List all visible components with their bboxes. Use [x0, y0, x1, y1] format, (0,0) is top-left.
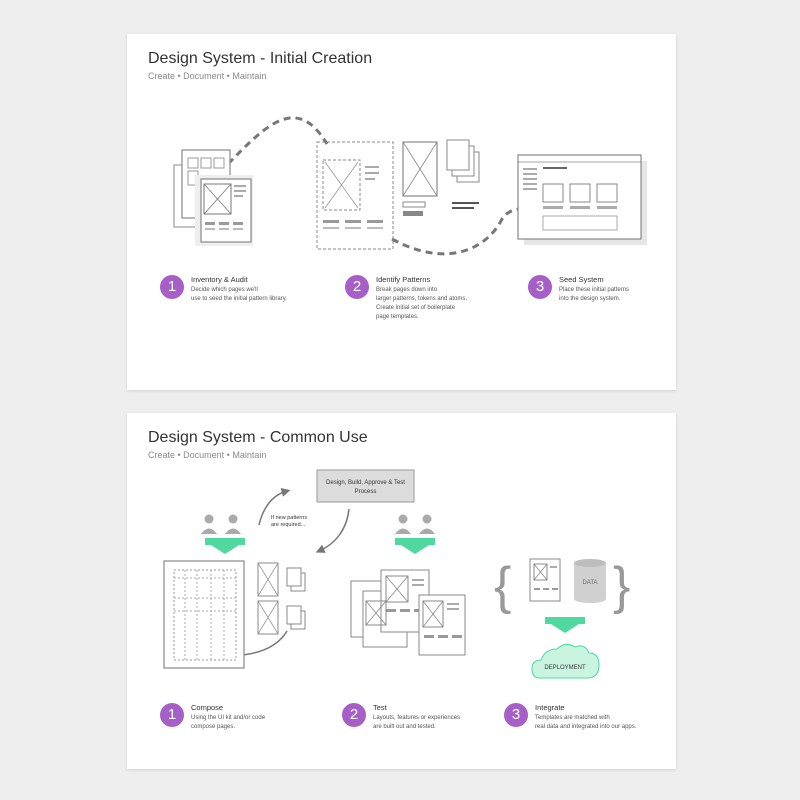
- step-description: Decide which pages we'll use to seed the…: [191, 287, 287, 302]
- step-description: Layouts, features or experiences are bui…: [373, 715, 461, 730]
- initial-creation-diagram: [173, 116, 647, 256]
- step-title: Identify Patterns: [376, 275, 431, 284]
- design-system-window-illustration: [517, 154, 647, 245]
- data-cylinder-icon: DATA: [574, 559, 606, 603]
- step-description: Break pages down into larger patterns, t…: [376, 287, 468, 320]
- deployment-label: DEPLOYMENT: [544, 665, 586, 671]
- initial-creation-slide: Design System - Initial Creation Create …: [127, 34, 676, 390]
- deployment-cloud-icon: DEPLOYMENT: [531, 643, 600, 679]
- dashed-connector-1: [226, 116, 329, 166]
- compose-page-illustration: [163, 560, 245, 669]
- left-brace-icon: {: [494, 557, 511, 615]
- right-brace-icon: }: [613, 557, 630, 615]
- template-page-illustration: [529, 558, 561, 602]
- step-number-badge: 3: [504, 703, 528, 727]
- users-icon: [395, 514, 435, 534]
- pattern-breakdown-illustration: [316, 139, 480, 250]
- step-description: Place these initial patterns into the de…: [559, 287, 630, 302]
- slide-subtitle: Create • Document • Maintain: [148, 450, 267, 460]
- green-down-arrow-icon: [395, 538, 435, 554]
- condition-note-line-1: If new patterns: [271, 515, 307, 521]
- step-title: Integrate: [535, 703, 565, 712]
- data-label: DATA: [582, 580, 597, 586]
- arrow-to-process: [258, 488, 291, 526]
- step-title: Seed System: [559, 275, 604, 284]
- green-down-arrow-icon: [545, 617, 585, 633]
- step-number-badge: 1: [160, 703, 184, 727]
- green-down-arrow-icon: [205, 538, 245, 554]
- step-number-badge: 2: [345, 275, 369, 299]
- process-box-line-1: Design, Build, Approve & Test: [326, 480, 405, 486]
- step-title: Test: [373, 703, 387, 712]
- pattern-thumbnails: [257, 562, 306, 635]
- slide-subtitle: Create • Document • Maintain: [148, 71, 267, 81]
- step-description: Using the UI kit and/or code compose pag…: [191, 715, 266, 730]
- step-description: Templates are matched with real data and…: [535, 715, 637, 730]
- process-box: Design, Build, Approve & Test Process: [316, 469, 415, 503]
- page-stack-illustration: [173, 149, 253, 246]
- test-pages-illustration: [350, 569, 466, 656]
- dashed-connector-2: [391, 207, 520, 256]
- common-use-slide: Design System - Common Use Create • Docu…: [127, 413, 676, 769]
- step-title: Inventory & Audit: [191, 275, 248, 284]
- users-icon: [201, 514, 241, 534]
- arrow-from-process: [315, 508, 350, 553]
- slide-title: Design System - Initial Creation: [148, 50, 373, 67]
- step-number-badge: 2: [342, 703, 366, 727]
- process-box-line-2: Process: [355, 489, 377, 495]
- step-title: Compose: [191, 703, 224, 712]
- step-number-badge: 1: [160, 275, 184, 299]
- slide-title: Design System - Common Use: [148, 429, 368, 446]
- step-number-badge: 3: [528, 275, 552, 299]
- condition-note-line-2: are required...: [271, 522, 306, 528]
- common-use-diagram: Design, Build, Approve & Test Process If…: [163, 469, 630, 679]
